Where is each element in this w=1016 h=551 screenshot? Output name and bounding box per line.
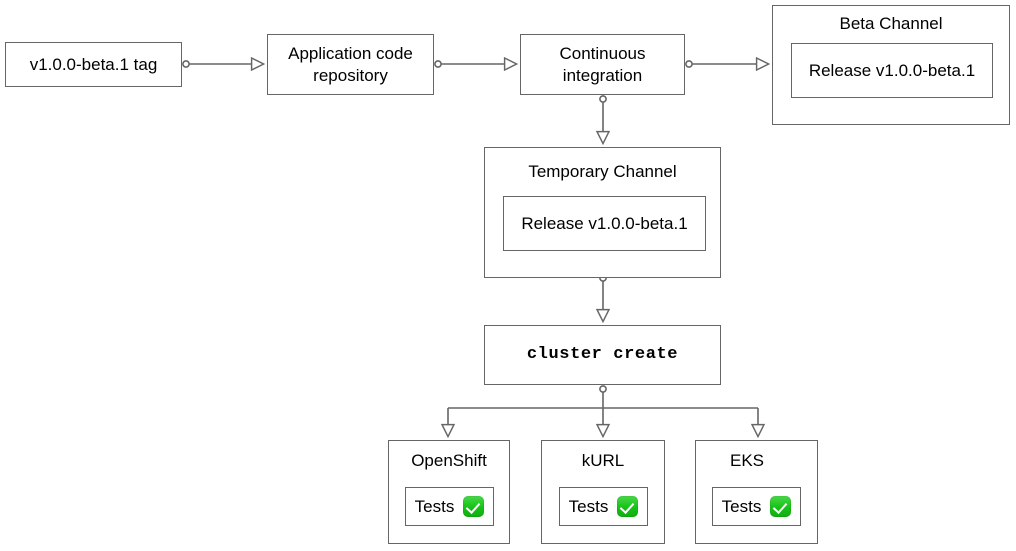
node-temporary-channel[interactable]: Temporary Channel Release v1.0.0-beta.1 xyxy=(484,147,721,278)
node-application-code-repository[interactable]: Application code repository xyxy=(267,34,434,95)
node-version-tag[interactable]: v1.0.0-beta.1 tag xyxy=(5,42,182,87)
node-openshift[interactable]: OpenShift Tests xyxy=(388,440,510,544)
check-mark-green-icon xyxy=(463,496,485,517)
node-application-code-repository-label: Application code repository xyxy=(288,43,413,85)
node-eks-title: EKS xyxy=(730,451,765,470)
node-kurl-title: kURL xyxy=(581,451,625,470)
node-beta-channel-release-label: Release v1.0.0-beta.1 xyxy=(808,60,976,80)
node-cluster-create[interactable]: cluster create xyxy=(484,325,721,385)
node-temporary-channel-title: Temporary Channel xyxy=(528,162,677,181)
node-eks-tests-label: Tests xyxy=(721,496,762,516)
node-kurl-tests-label: Tests xyxy=(568,496,609,516)
node-openshift-tests-label: Tests xyxy=(414,496,455,516)
node-temporary-channel-release-label: Release v1.0.0-beta.1 xyxy=(521,213,688,233)
check-mark-green-icon xyxy=(617,496,639,517)
node-kurl-tests[interactable]: Tests xyxy=(559,487,648,526)
node-cluster-create-label: cluster create xyxy=(526,345,679,365)
node-beta-channel[interactable]: Beta Channel Release v1.0.0-beta.1 xyxy=(772,5,1010,125)
check-mark-green-icon xyxy=(770,496,792,517)
node-version-tag-label: v1.0.0-beta.1 tag xyxy=(29,54,158,74)
node-kurl[interactable]: kURL Tests xyxy=(541,440,665,544)
node-temporary-channel-release[interactable]: Release v1.0.0-beta.1 xyxy=(503,196,706,251)
node-continuous-integration-label: Continuous integration xyxy=(559,43,646,85)
node-openshift-title: OpenShift xyxy=(411,451,487,470)
node-openshift-tests[interactable]: Tests xyxy=(405,487,494,526)
node-beta-channel-title: Beta Channel xyxy=(839,14,943,33)
node-eks-tests[interactable]: Tests xyxy=(712,487,801,526)
node-continuous-integration[interactable]: Continuous integration xyxy=(520,34,685,95)
node-eks[interactable]: EKS Tests xyxy=(695,440,818,544)
node-beta-channel-release[interactable]: Release v1.0.0-beta.1 xyxy=(791,43,993,98)
